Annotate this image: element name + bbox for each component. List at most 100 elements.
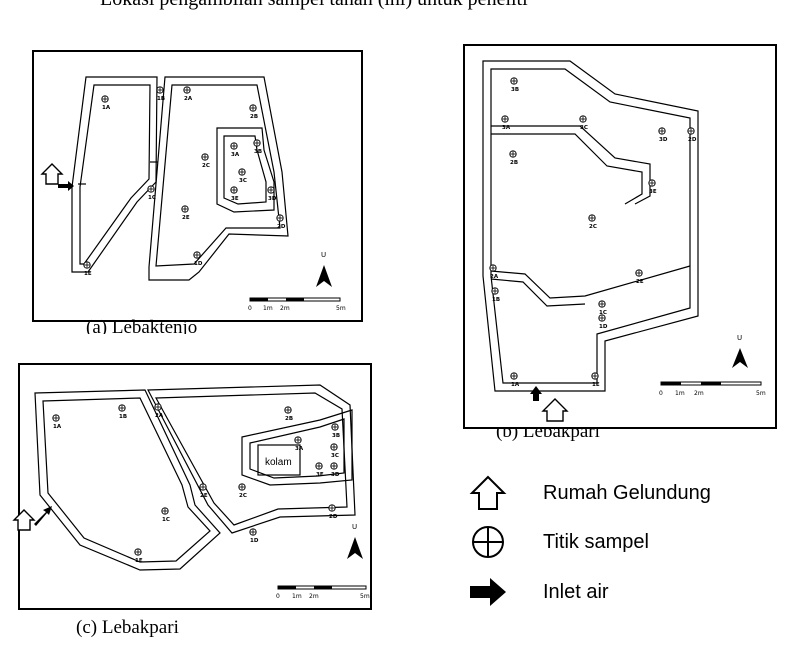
sample-label-a-1c: 1C bbox=[148, 195, 156, 201]
map-c-north-label: U bbox=[352, 523, 357, 531]
sample-label-b-2e: 2E bbox=[636, 279, 644, 285]
sample-label-a-2e: 2E bbox=[182, 215, 190, 221]
sample-label-a-2d: 2D bbox=[277, 224, 286, 230]
map-a-north-label: U bbox=[321, 251, 326, 259]
sample-point-a-1c: 1C bbox=[147, 185, 156, 201]
sample-point-a-3e: 3E bbox=[230, 186, 239, 202]
sample-label-c-3e: 3E bbox=[316, 472, 324, 478]
sample-label-c-1c: 1C bbox=[162, 517, 170, 523]
sample-point-c-1c: 1C bbox=[161, 507, 170, 523]
house-arrow-icon bbox=[469, 475, 507, 510]
circle-cross-icon bbox=[472, 526, 504, 558]
sample-point-c-3e: 3E bbox=[315, 462, 324, 478]
sample-label-c-3c: 3C bbox=[331, 453, 339, 459]
sample-label-c-2d: 2D bbox=[329, 514, 338, 520]
sample-label-b-1a: 1A bbox=[511, 382, 520, 388]
right-arrow-icon bbox=[470, 578, 506, 606]
sample-label-b-1c: 1C bbox=[599, 310, 607, 316]
sample-point-a-2e: 2E bbox=[181, 205, 190, 221]
sample-point-c-1d: 1D bbox=[249, 528, 259, 544]
sample-label-a-1e: 1E bbox=[84, 271, 92, 277]
sample-label-a-3a: 3A bbox=[231, 152, 240, 158]
sample-label-c-3a: 3A bbox=[295, 446, 304, 452]
map-a-scale-bar bbox=[249, 297, 341, 302]
sample-label-b-3b: 3B bbox=[511, 87, 519, 93]
sample-point-b-3c: 3C bbox=[579, 115, 588, 131]
sample-point-a-3c: 3C bbox=[238, 168, 247, 184]
sample-label-a-2c: 2C bbox=[202, 163, 210, 169]
map-b-scale-0: 0 bbox=[659, 390, 663, 397]
legend-row-house: Rumah Gelundung bbox=[468, 473, 711, 513]
sample-label-b-1d: 1D bbox=[599, 324, 608, 330]
map-b-scale-1m: 1m bbox=[675, 390, 685, 397]
legend-row-inlet: Inlet air bbox=[468, 572, 609, 612]
map-c-scale-5m: 5m bbox=[360, 593, 370, 600]
map-b-north-arrow-icon bbox=[732, 348, 748, 368]
sample-label-a-3c: 3C bbox=[239, 178, 247, 184]
sample-label-b-3a: 3A bbox=[502, 125, 511, 131]
legend-label-house: Rumah Gelundung bbox=[543, 481, 711, 504]
sample-point-c-2a: 2A bbox=[154, 403, 164, 419]
sample-point-a-3d: 3D bbox=[267, 186, 277, 202]
map-c-north-arrow-icon bbox=[347, 537, 363, 559]
map-c-scale-0: 0 bbox=[276, 593, 280, 600]
map-a-north-arrow-icon bbox=[316, 265, 332, 287]
map-a-caption: (a) Lebaktenjo bbox=[86, 318, 198, 334]
legend-label-inlet: Inlet air bbox=[543, 580, 609, 603]
map-a-scale-0: 0 bbox=[248, 305, 252, 312]
sample-point-c-3b: 3B bbox=[331, 423, 340, 439]
sample-label-c-1d: 1D bbox=[250, 538, 259, 544]
map-c-kolam-label: kolam bbox=[265, 457, 292, 468]
sample-point-c-1b: 1B bbox=[118, 404, 127, 420]
map-a-scale-2m: 2m bbox=[280, 305, 290, 312]
sample-point-c-1a: 1A bbox=[52, 414, 62, 430]
sample-point-a-2a: 2A bbox=[183, 86, 193, 102]
map-c-scale-bar bbox=[277, 585, 367, 590]
map-a-inlet-house-icon bbox=[40, 163, 74, 191]
sample-point-b-2d: 2D bbox=[687, 127, 697, 143]
sample-label-b-3e: 3E bbox=[649, 189, 657, 195]
sample-point-c-3a: 3A bbox=[294, 436, 304, 452]
map-c-scale-2m: 2m bbox=[309, 593, 319, 600]
sample-label-c-1e: 1E bbox=[135, 558, 143, 564]
sample-label-a-3d: 3D bbox=[268, 196, 277, 202]
sample-point-c-3d: 3D bbox=[330, 462, 340, 478]
sample-point-b-2a: 2A bbox=[489, 264, 499, 280]
sample-label-a-1a: 1A bbox=[102, 105, 111, 111]
sample-label-c-2b: 2B bbox=[285, 416, 293, 422]
sample-point-b-1a: 1A bbox=[510, 372, 520, 388]
sample-label-a-1b: 1B bbox=[157, 96, 165, 102]
sample-label-c-2e: 2E bbox=[200, 493, 208, 499]
map-b-north-label: U bbox=[737, 334, 742, 342]
sample-label-a-3e: 3E bbox=[231, 196, 239, 202]
sample-point-a-3a: 3A bbox=[230, 142, 240, 158]
map-b-scale-2m: 2m bbox=[694, 390, 704, 397]
map-a-scale-5m: 5m bbox=[336, 305, 346, 312]
sample-label-a-2a: 2A bbox=[184, 96, 193, 102]
sample-label-c-2c: 2C bbox=[239, 493, 247, 499]
sample-point-b-1d: 1D bbox=[598, 314, 608, 330]
map-c-inlet-house-icon bbox=[12, 506, 52, 531]
sample-point-c-2c: 2C bbox=[238, 483, 247, 499]
sample-point-a-1e: 1E bbox=[83, 261, 92, 277]
legend-row-sample: Titik sampel bbox=[468, 522, 649, 562]
sample-label-b-1b: 1B bbox=[492, 297, 500, 303]
sample-point-c-2d: 2D bbox=[328, 504, 338, 520]
map-b-scale-5m: 5m bbox=[756, 390, 766, 397]
map-b-scale-bar bbox=[660, 381, 762, 386]
sample-point-a-3b: 3B bbox=[253, 139, 262, 155]
sample-label-c-3b: 3B bbox=[332, 433, 340, 439]
sample-point-c-2b: 2B bbox=[284, 406, 293, 422]
sample-point-b-3a: 3A bbox=[501, 115, 511, 131]
sample-point-b-1c: 1C bbox=[598, 300, 607, 316]
map-c-caption: (c) Lebakpari bbox=[76, 617, 179, 638]
map-b-inlet-house-icon bbox=[530, 386, 569, 422]
legend-label-sample: Titik sampel bbox=[543, 530, 649, 553]
